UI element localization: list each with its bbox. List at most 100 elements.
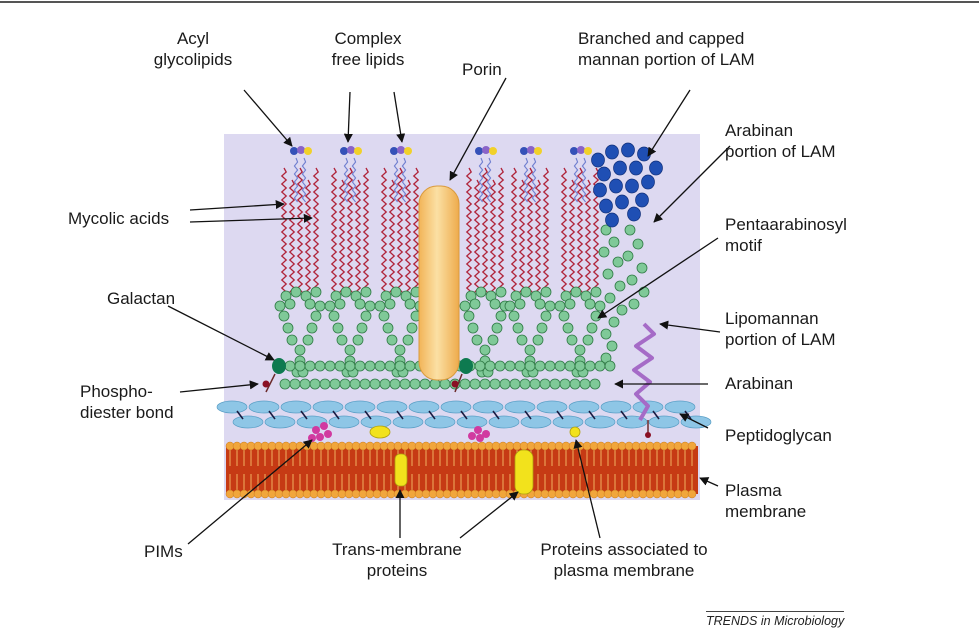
mannose-unit bbox=[626, 179, 639, 193]
arabinose-unit bbox=[563, 323, 573, 333]
peptidoglycan-unit bbox=[217, 401, 247, 413]
arabinose-unit bbox=[496, 311, 506, 321]
arabinose-unit bbox=[460, 379, 470, 389]
arabinose-unit bbox=[615, 281, 625, 291]
arabinose-unit bbox=[613, 257, 623, 267]
mannose-unit bbox=[642, 175, 655, 189]
peptidoglycan-unit bbox=[233, 416, 263, 428]
source-credit: TRENDS in Microbiology bbox=[706, 611, 844, 628]
galactose-unit bbox=[325, 361, 335, 371]
arabinose-unit bbox=[603, 269, 613, 279]
pim-icon bbox=[474, 426, 482, 434]
arabinose-unit bbox=[335, 299, 345, 309]
label-acyl-glycolipids: Acylglycolipids bbox=[150, 28, 236, 70]
label-arabinan: Arabinan bbox=[725, 373, 793, 394]
arabinose-unit bbox=[567, 335, 577, 345]
galactose-unit bbox=[355, 361, 365, 371]
acyl-glycolipid-icon bbox=[290, 147, 298, 155]
arabinose-unit bbox=[605, 293, 615, 303]
arabinose-unit bbox=[285, 299, 295, 309]
peptidoglycan-unit bbox=[521, 416, 551, 428]
arabinose-unit bbox=[591, 311, 601, 321]
peptidoglycan-unit bbox=[537, 401, 567, 413]
peptidoglycan-unit bbox=[569, 401, 599, 413]
arabinose-unit bbox=[405, 299, 415, 309]
arabinose-unit bbox=[639, 287, 649, 297]
galactose-unit bbox=[595, 361, 605, 371]
mannose-unit bbox=[614, 161, 627, 175]
galactan-anchor bbox=[459, 358, 473, 374]
acyl-glycolipid-icon bbox=[520, 147, 528, 155]
arabinose-unit bbox=[513, 323, 523, 333]
label-phosphodiester: Phospho-diester bond bbox=[80, 381, 174, 423]
label-pims: PIMs bbox=[144, 541, 183, 562]
arabinose-unit bbox=[345, 345, 355, 355]
arabinose-unit bbox=[315, 301, 325, 311]
arabinose-unit bbox=[591, 287, 601, 297]
arabinose-unit bbox=[329, 311, 339, 321]
label-plasma-membrane: Plasmamembrane bbox=[725, 480, 806, 522]
arabinose-unit bbox=[365, 301, 375, 311]
arabinose-unit bbox=[375, 301, 385, 311]
lipomannan-anchor-dot bbox=[645, 432, 651, 438]
pim-icon bbox=[312, 426, 320, 434]
phosphodiester-dot bbox=[263, 381, 270, 388]
arabinose-unit bbox=[385, 299, 395, 309]
arabinose-unit bbox=[355, 299, 365, 309]
arabinose-unit bbox=[560, 379, 570, 389]
arabinose-unit bbox=[279, 311, 289, 321]
peptidoglycan-unit bbox=[281, 401, 311, 413]
arabinose-unit bbox=[280, 379, 290, 389]
galactose-unit bbox=[345, 361, 355, 371]
arabinose-unit bbox=[468, 323, 478, 333]
pim-icon bbox=[320, 422, 328, 430]
galactose-unit bbox=[585, 361, 595, 371]
arabinose-unit bbox=[521, 287, 531, 297]
label-transmembrane-proteins: Trans-membraneproteins bbox=[327, 539, 467, 581]
label-porin: Porin bbox=[462, 59, 502, 80]
mannose-unit bbox=[598, 167, 611, 181]
arabinose-unit bbox=[325, 301, 335, 311]
galactose-unit bbox=[545, 361, 555, 371]
lipid-head bbox=[304, 147, 312, 155]
arabinose-unit bbox=[520, 379, 530, 389]
mannose-unit bbox=[594, 183, 607, 197]
arabinose-unit bbox=[492, 323, 502, 333]
acyl-glycolipid-icon bbox=[475, 147, 483, 155]
galactose-unit bbox=[505, 361, 515, 371]
arabinose-unit bbox=[305, 299, 315, 309]
arabinose-unit bbox=[472, 335, 482, 345]
mannose-unit bbox=[606, 213, 619, 227]
arabinose-unit bbox=[623, 251, 633, 261]
arabinose-unit bbox=[535, 299, 545, 309]
arabinose-unit bbox=[571, 287, 581, 297]
galactose-unit bbox=[515, 361, 525, 371]
arabinose-unit bbox=[291, 287, 301, 297]
peptidoglycan-unit bbox=[377, 401, 407, 413]
arabinose-unit bbox=[525, 345, 535, 355]
arabinose-unit bbox=[275, 301, 285, 311]
arabinose-unit bbox=[609, 237, 619, 247]
arabinose-unit bbox=[470, 379, 480, 389]
arabinose-unit bbox=[595, 301, 605, 311]
lipid-head bbox=[577, 146, 585, 154]
arabinose-unit bbox=[509, 311, 519, 321]
peptidoglycan-unit bbox=[473, 401, 503, 413]
label-lipomannan: Lipomannanportion of LAM bbox=[725, 308, 836, 350]
arabinose-unit bbox=[609, 317, 619, 327]
arabinose-unit bbox=[361, 287, 371, 297]
lipid-head bbox=[534, 147, 542, 155]
galactose-unit bbox=[525, 361, 535, 371]
galactose-unit bbox=[565, 361, 575, 371]
mannose-unit bbox=[636, 193, 649, 207]
label-branched-mannan: Branched and cappedmannan portion of LAM bbox=[578, 28, 755, 70]
arabinose-unit bbox=[307, 323, 317, 333]
arabinose-unit bbox=[540, 379, 550, 389]
peptidoglycan-unit bbox=[425, 416, 455, 428]
arabinose-unit bbox=[533, 335, 543, 345]
arabinose-unit bbox=[545, 301, 555, 311]
galactose-unit bbox=[405, 361, 415, 371]
arabinose-unit bbox=[303, 335, 313, 345]
peptidoglycan-unit bbox=[345, 401, 375, 413]
